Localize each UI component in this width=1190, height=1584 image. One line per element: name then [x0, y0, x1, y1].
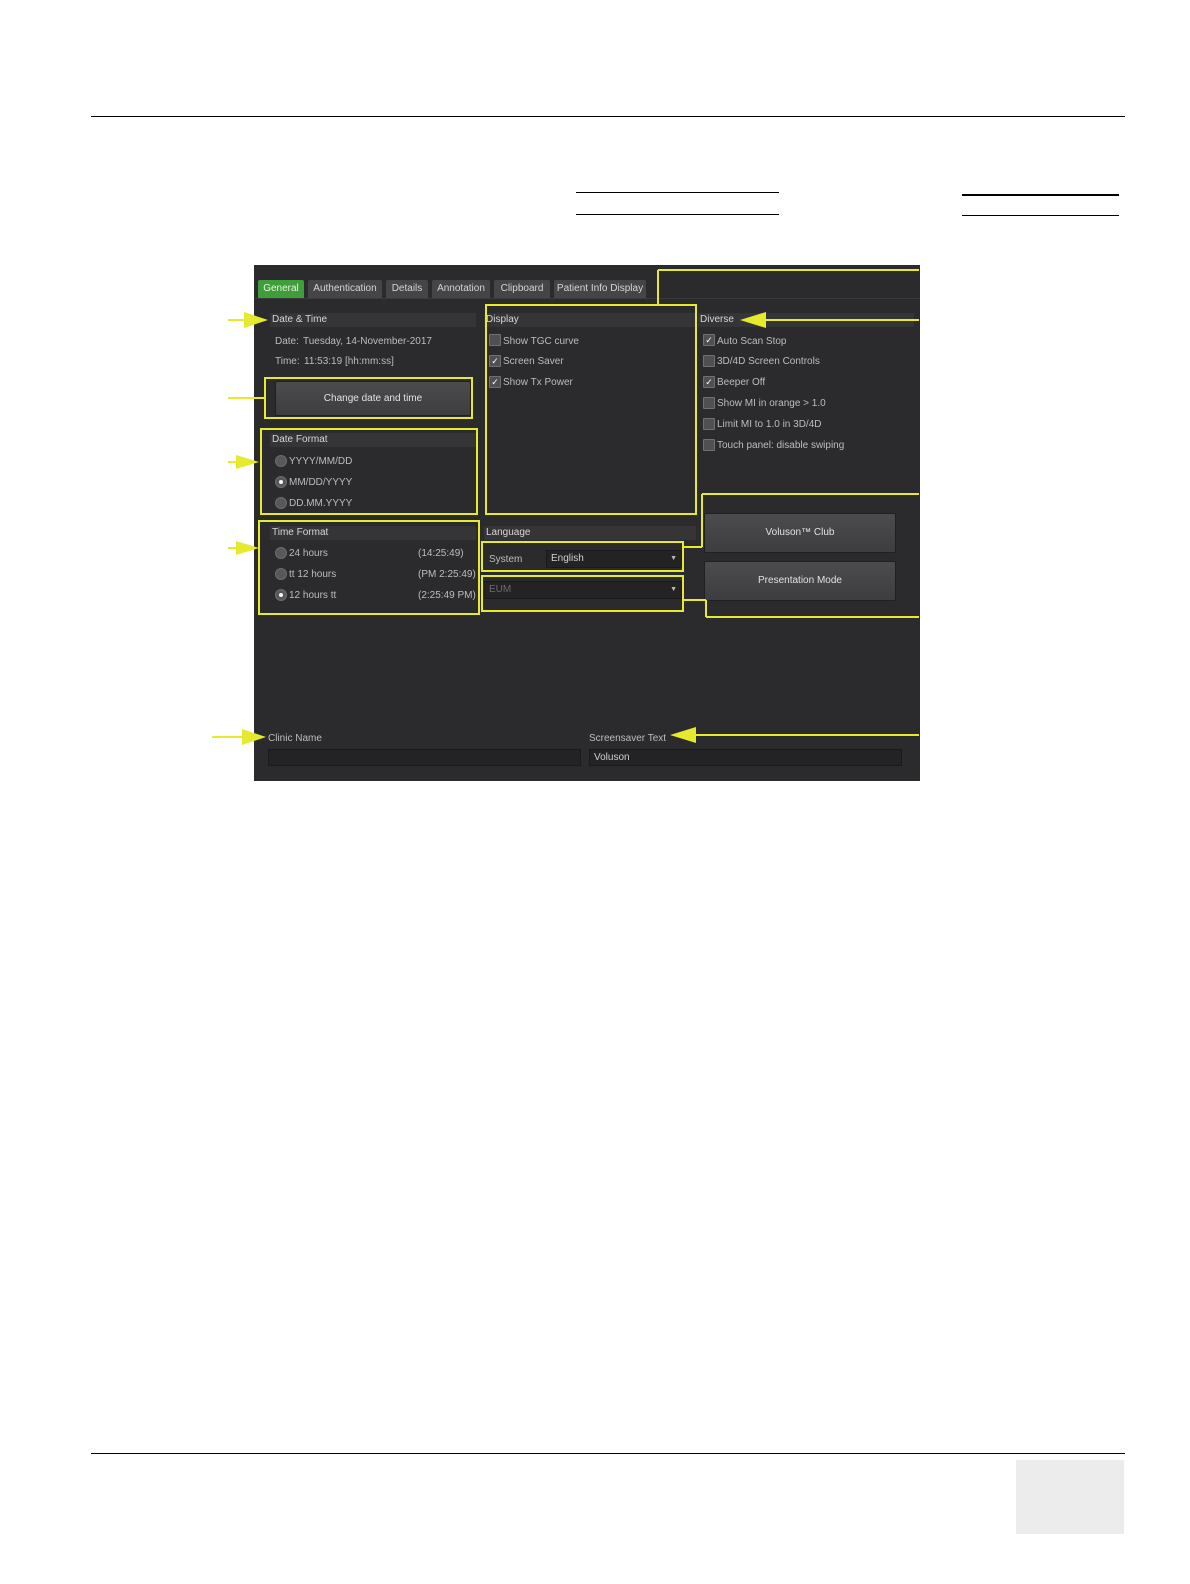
display-heading: Display — [484, 313, 696, 327]
date-label: Date: — [275, 336, 299, 347]
chevron-down-icon: ▼ — [670, 555, 677, 562]
tab-details[interactable]: Details — [386, 280, 428, 298]
beeper-off-checkbox[interactable]: ✓ — [703, 376, 715, 388]
language-heading: Language — [484, 526, 696, 540]
diverse-option-label: Show MI in orange > 1.0 — [717, 398, 826, 409]
page-number-box — [1016, 1460, 1124, 1534]
diverse-option-label: Touch panel: disable swiping — [717, 440, 845, 451]
system-language-label: System — [489, 554, 523, 565]
radio-mm-dd-yyyy[interactable] — [275, 476, 287, 488]
tab-patient-info-display[interactable]: Patient Info Display — [554, 280, 646, 298]
system-setup-screenshot: General Authentication Details Annotatio… — [254, 265, 920, 781]
diverse-heading: Diverse — [698, 313, 914, 327]
time-format-heading: Time Format — [270, 526, 476, 540]
display-option-label: Show TGC curve — [503, 336, 579, 347]
system-language-dropdown[interactable]: English ▼ — [546, 550, 682, 568]
diverse-option-label: Beeper Off — [717, 377, 766, 388]
show-tgc-curve-checkbox[interactable] — [489, 334, 501, 346]
diverse-option-label: Auto Scan Stop — [717, 336, 787, 347]
time-format-option-label: 12 hours tt — [289, 590, 337, 601]
underline-3 — [962, 194, 1119, 196]
display-option-label: Show Tx Power — [503, 377, 573, 388]
footer-rule — [91, 1453, 1125, 1454]
clinic-name-input[interactable] — [268, 749, 581, 766]
tab-general[interactable]: General — [258, 280, 304, 298]
time-value: 11:53:19 [hh:mm:ss] — [304, 356, 394, 367]
radio-dd-mm-yyyy[interactable] — [275, 497, 287, 509]
time-label: Time: — [275, 356, 300, 367]
underline-1 — [576, 192, 779, 193]
date-format-heading: Date Format — [270, 433, 476, 447]
tab-bar-divider — [254, 298, 920, 299]
radio-12-hours-tt[interactable] — [275, 589, 287, 601]
header-rule — [91, 116, 1125, 117]
screensaver-text-input[interactable]: Voluson — [589, 749, 902, 766]
clinic-name-label: Clinic Name — [268, 733, 322, 744]
display-option-label: Screen Saver — [503, 356, 564, 367]
screen-saver-checkbox[interactable]: ✓ — [489, 355, 501, 367]
system-language-value: English — [551, 553, 584, 564]
diverse-option-label: Limit MI to 1.0 in 3D/4D — [717, 419, 822, 430]
tab-annotation[interactable]: Annotation — [432, 280, 490, 298]
radio-24-hours[interactable] — [275, 547, 287, 559]
tab-authentication[interactable]: Authentication — [308, 280, 382, 298]
date-format-option-label: YYYY/MM/DD — [289, 456, 353, 467]
underline-4 — [962, 215, 1119, 216]
show-tx-power-checkbox[interactable]: ✓ — [489, 376, 501, 388]
time-format-example: (PM 2:25:49) — [418, 569, 476, 580]
time-format-example: (2:25:49 PM) — [418, 590, 476, 601]
chevron-down-icon: ▼ — [670, 586, 677, 593]
presentation-mode-button[interactable]: Presentation Mode — [704, 561, 896, 601]
change-date-time-button[interactable]: Change date and time — [275, 381, 471, 416]
time-format-example: (14:25:49) — [418, 548, 464, 559]
time-format-option-label: tt 12 hours — [289, 569, 337, 580]
limit-mi-checkbox[interactable] — [703, 418, 715, 430]
voluson-club-button[interactable]: Voluson™ Club — [704, 513, 896, 553]
region-value: EUM — [489, 584, 512, 595]
disable-swiping-checkbox[interactable] — [703, 439, 715, 451]
radio-yyyy-mm-dd[interactable] — [275, 455, 287, 467]
radio-tt-12-hours[interactable] — [275, 568, 287, 580]
date-time-heading: Date & Time — [270, 313, 476, 327]
auto-scan-stop-checkbox[interactable]: ✓ — [703, 334, 715, 346]
date-format-option-label: MM/DD/YYYY — [289, 477, 353, 488]
3d4d-screen-controls-checkbox[interactable] — [703, 355, 715, 367]
date-format-option-label: DD.MM.YYYY — [289, 498, 353, 509]
diverse-option-label: 3D/4D Screen Controls — [717, 356, 820, 367]
time-format-option-label: 24 hours — [289, 548, 328, 559]
screensaver-text-label: Screensaver Text — [589, 733, 667, 744]
date-value: Tuesday, 14-November-2017 — [303, 336, 432, 347]
underline-2 — [576, 214, 779, 215]
region-dropdown[interactable]: EUM ▼ — [484, 581, 682, 599]
tab-clipboard[interactable]: Clipboard — [494, 280, 550, 298]
show-mi-orange-checkbox[interactable] — [703, 397, 715, 409]
